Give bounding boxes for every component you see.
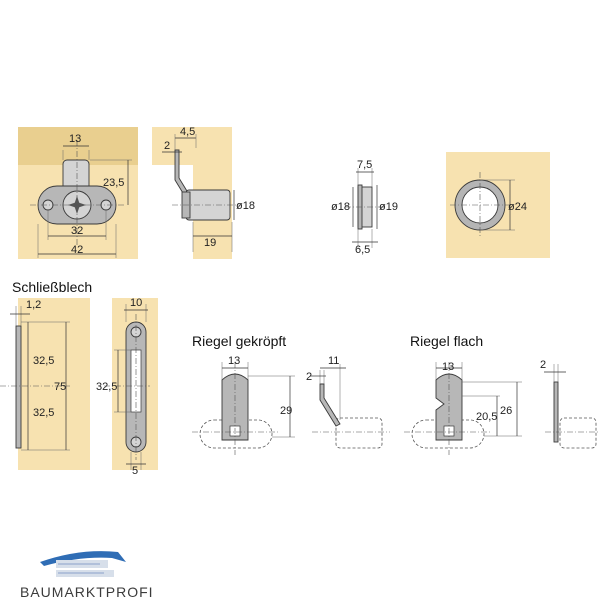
- dim-13-gekroepft: 13: [228, 355, 240, 367]
- dim-4-5: 4,5: [180, 126, 195, 138]
- dim-32: 32: [71, 225, 83, 237]
- dim-1-2: 1,2: [26, 299, 41, 311]
- dim-32-5-strike: 32,5: [96, 381, 117, 393]
- label-riegel-flach: Riegel flach: [410, 333, 483, 349]
- sleeve-view: [345, 168, 385, 248]
- dim-10: 10: [130, 297, 142, 309]
- dim-26: 26: [500, 405, 512, 417]
- dim-13-flach: 13: [442, 361, 454, 373]
- dim-42: 42: [71, 244, 83, 256]
- dim-2-flach: 2: [540, 359, 546, 371]
- baumarktprofi-logo: BAUMARKTPROFI: [20, 551, 154, 600]
- riegel-gekroepft-side: [310, 364, 390, 449]
- dim-dia-18-side: ø18: [236, 200, 255, 212]
- dim-32-5-upper: 32,5: [33, 355, 54, 367]
- dim-5: 5: [132, 465, 138, 477]
- dim-13-front: 13: [69, 133, 81, 145]
- lock-front-view: [18, 127, 138, 259]
- dim-dia-24: ø24: [508, 201, 527, 213]
- dim-2-gekroepft: 2: [306, 371, 312, 383]
- drill-hole-view: [446, 152, 550, 258]
- dim-6-5: 6,5: [355, 244, 370, 256]
- riegel-flach-front: [404, 362, 522, 455]
- dim-20-5: 20,5: [476, 411, 497, 423]
- strike-plate-side-view: [0, 298, 90, 470]
- dim-29: 29: [280, 405, 292, 417]
- dim-23-5: 23,5: [103, 177, 124, 189]
- lock-side-view: [152, 127, 240, 259]
- dim-2-top: 2: [164, 140, 170, 152]
- dim-11: 11: [328, 355, 339, 367]
- strike-plate-front-view: [104, 298, 158, 470]
- dim-19: 19: [204, 237, 216, 249]
- riegel-gekroepft-front: [192, 362, 295, 455]
- dim-dia-18-sleeve: ø18: [331, 201, 350, 213]
- dim-7-5: 7,5: [357, 159, 372, 171]
- dim-75: 75: [54, 381, 66, 393]
- label-riegel-gekroepft: Riegel gekröpft: [192, 333, 286, 349]
- dim-32-5-lower: 32,5: [33, 407, 54, 419]
- riegel-flach-side: [544, 364, 600, 449]
- dim-dia-19: ø19: [379, 201, 398, 213]
- label-schliessblech: Schließblech: [12, 279, 92, 295]
- logo-text: BAUMARKTPROFI: [20, 584, 154, 600]
